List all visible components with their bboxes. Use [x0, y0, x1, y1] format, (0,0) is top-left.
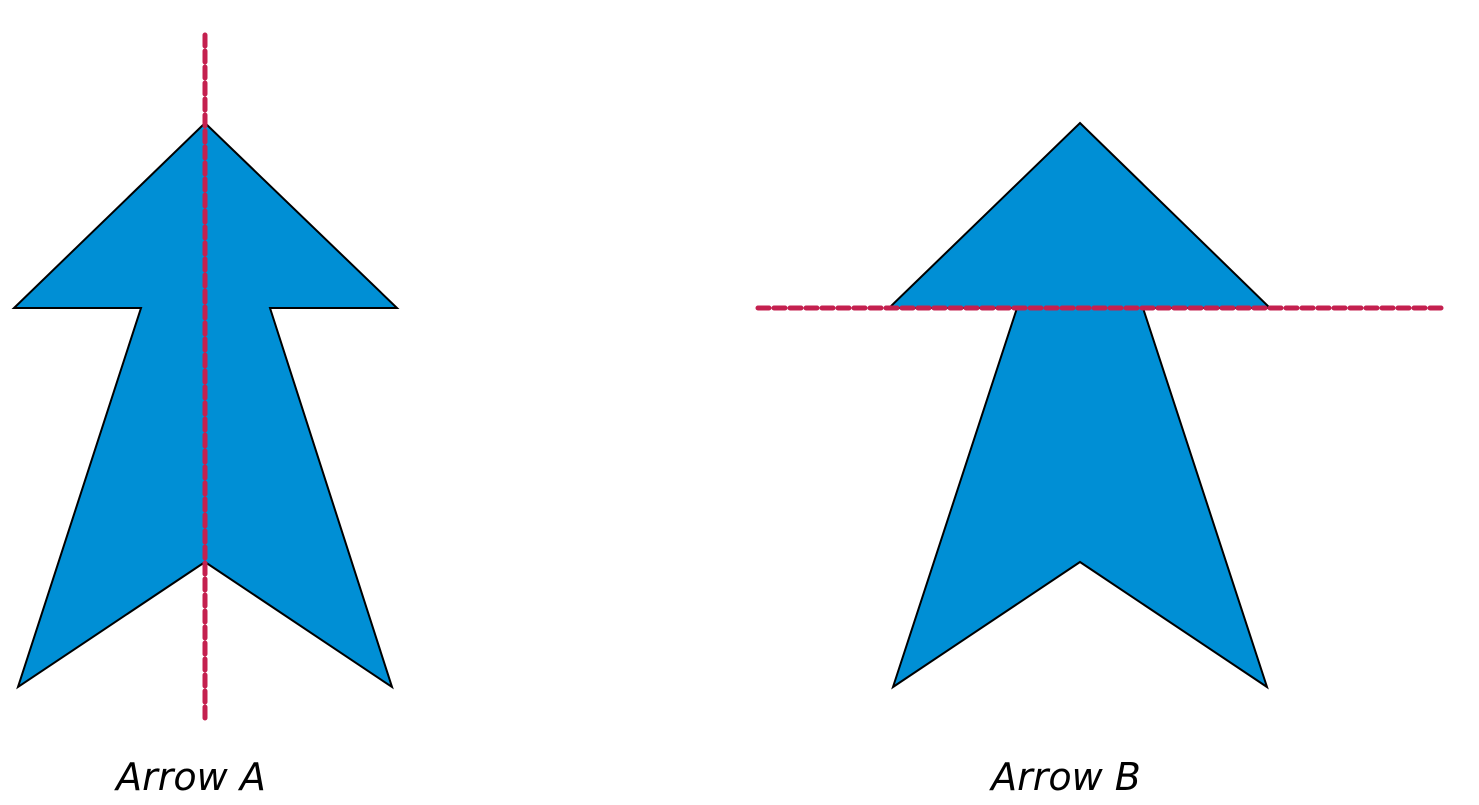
figure-arrow-a: Arrow A — [11, 32, 400, 799]
arrow-b-caption: Arrow B — [988, 755, 1141, 799]
figure-arrow-b: Arrow B — [755, 121, 1449, 799]
arrow-a-caption: Arrow A — [113, 755, 266, 799]
arrow-b-shape — [886, 121, 1273, 690]
